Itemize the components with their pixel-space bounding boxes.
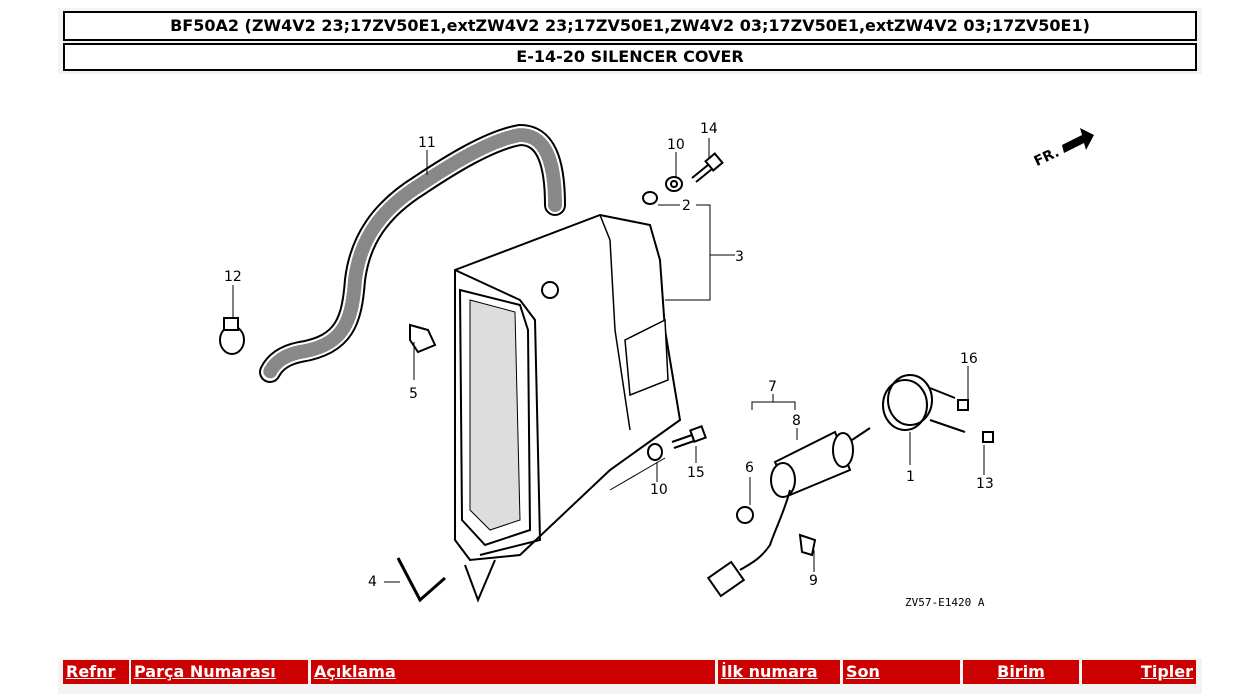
wire-clip-part: [798, 533, 817, 557]
callout-10a: 10: [667, 137, 685, 153]
col-part-number[interactable]: Parça Numarası: [131, 660, 308, 684]
hose-part: [259, 123, 566, 383]
col-refnr-link[interactable]: Refnr: [66, 662, 116, 681]
callout-2: 2: [682, 198, 691, 214]
col-unit-link[interactable]: Birim: [997, 662, 1045, 681]
col-types-link[interactable]: Tipler: [1140, 662, 1193, 681]
col-refnr[interactable]: Refnr: [63, 660, 129, 684]
col-part-number-link[interactable]: Parça Numarası: [134, 662, 276, 681]
nut-part: [736, 506, 754, 524]
bolt-part: [647, 425, 707, 461]
col-first-number-link[interactable]: İlk numara: [721, 662, 818, 681]
clamp-part: [219, 317, 245, 355]
silencer-cover-part: [454, 213, 682, 603]
col-description[interactable]: Açıklama: [311, 660, 715, 684]
section-title: E-14-20 SILENCER COVER: [63, 43, 1197, 71]
callout-5: 5: [409, 386, 418, 402]
callout-12: 12: [224, 269, 242, 285]
col-first-number[interactable]: İlk numara: [718, 660, 840, 684]
callout-labels: 1 2 3 4 5 6 7 8 9 10 10 11 12 13 14 15 1…: [224, 121, 994, 590]
leader-lines: [232, 138, 985, 583]
callout-16: 16: [960, 351, 978, 367]
callout-11: 11: [418, 135, 436, 151]
col-last[interactable]: Son: [843, 660, 960, 684]
callout-4: 4: [368, 574, 377, 590]
grommet-part: [642, 152, 724, 205]
col-description-link[interactable]: Açıklama: [314, 662, 396, 681]
band-part: [882, 374, 994, 443]
drawing-code: ZV57-E1420 A: [905, 596, 985, 609]
callout-6: 6: [745, 460, 754, 476]
callout-13: 13: [976, 476, 994, 492]
callout-3: 3: [735, 249, 744, 265]
front-arrow-icon: FR.: [1032, 128, 1094, 170]
holder-part: [409, 323, 437, 354]
callout-8: 8: [792, 413, 801, 429]
callout-10b: 10: [650, 482, 668, 498]
callout-15: 15: [687, 465, 705, 481]
col-unit[interactable]: Birim: [963, 660, 1079, 684]
callout-7: 7: [768, 379, 777, 395]
callout-14: 14: [700, 121, 718, 137]
front-direction-label: FR.: [1032, 144, 1062, 169]
parts-diagram: FR. 1 2 3 4 5 6 7 8 9 10 10 11: [219, 121, 1094, 609]
resistor-part: [706, 427, 871, 598]
callout-1: 1: [906, 469, 915, 485]
col-types[interactable]: Tipler: [1082, 660, 1196, 684]
callout-9: 9: [809, 573, 818, 589]
clip-part: [396, 557, 446, 603]
model-title: BF50A2 (ZW4V2 23;17ZV50E1,extZW4V2 23;17…: [63, 11, 1197, 41]
col-last-link[interactable]: Son: [846, 662, 880, 681]
